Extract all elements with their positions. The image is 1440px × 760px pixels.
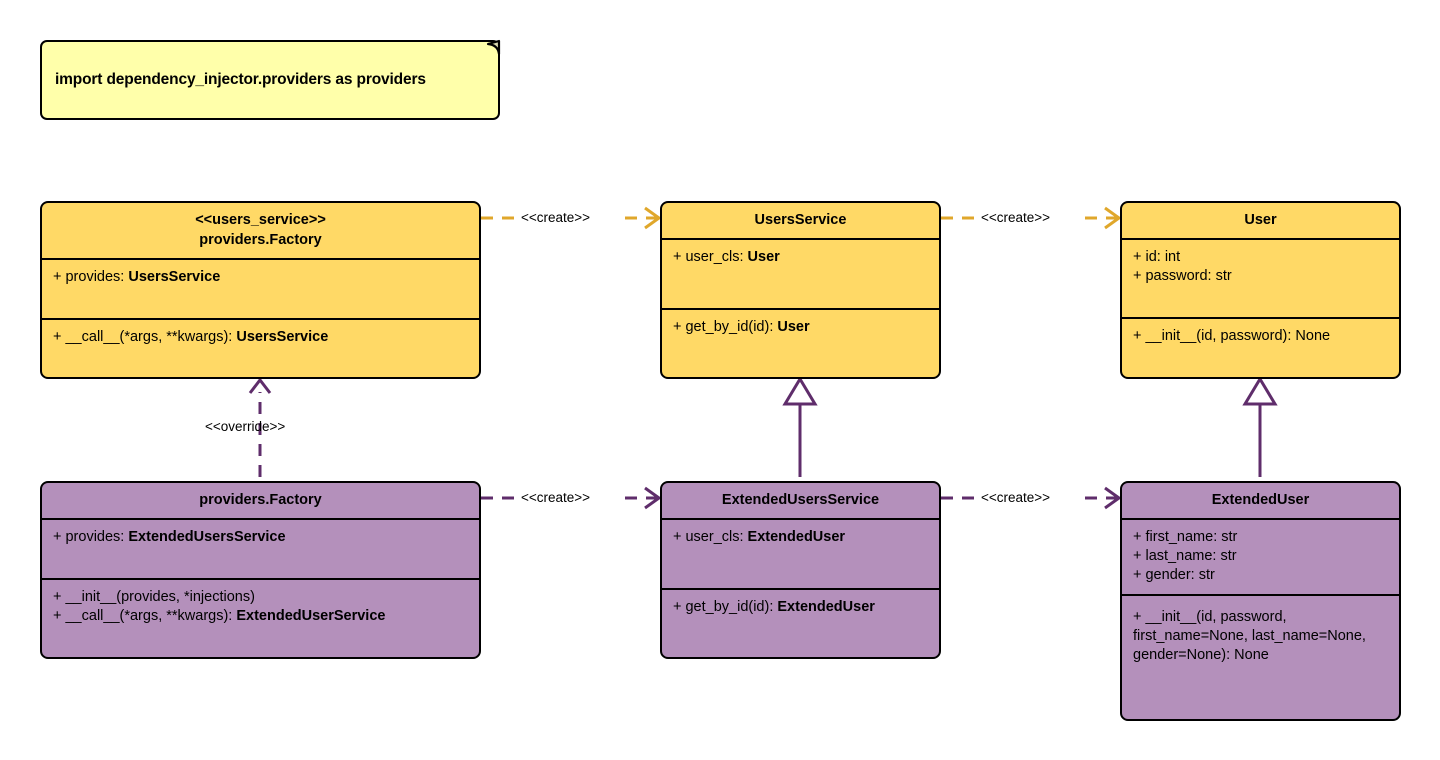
import-note-text: import dependency_injector.providers as … [55, 71, 426, 88]
attribute-row: + user_cls: ExtendedUser [673, 529, 846, 545]
method-row: + __init__(provides, *injections) [53, 588, 255, 605]
method-row: + __init__(id, password, first_name=None… [1133, 609, 1366, 664]
import-note: import dependency_injector.providers as … [40, 39, 501, 120]
attribute-row: + password: str [1133, 268, 1232, 285]
connector-label-create-top-right: <<create>> [981, 210, 1051, 225]
attribute-row: + id: int [1133, 249, 1181, 265]
attributes-compartment: + provides: UsersService [42, 260, 479, 320]
class-name: providers.Factory [199, 491, 322, 508]
method-row: + __call__(*args, **kwargs): ExtendedUse… [53, 608, 386, 625]
class-header: UsersService [662, 203, 939, 240]
class-extended-users-service[interactable]: ExtendedUsersService + user_cls: Extende… [660, 481, 941, 659]
class-user[interactable]: User + id: int + password: str + __init_… [1120, 201, 1401, 379]
attribute-row: + provides: UsersService [53, 269, 221, 285]
class-name: UsersService [754, 211, 847, 228]
class-users-service[interactable]: UsersService + user_cls: User + get_by_i… [660, 201, 941, 379]
class-extended-user[interactable]: ExtendedUser + first_name: str + last_na… [1120, 481, 1401, 721]
methods-compartment: + __call__(*args, **kwargs): UsersServic… [42, 320, 479, 378]
connector-label-create-top-left: <<create>> [521, 210, 591, 225]
method-row: + get_by_id(id): User [673, 318, 810, 335]
class-header: ExtendedUsersService [662, 483, 939, 520]
attributes-compartment: + provides: ExtendedUsersService [42, 520, 479, 580]
methods-compartment: + __init__(provides, *injections) + __ca… [42, 580, 479, 657]
connector-label-create-bottom-right: <<create>> [981, 490, 1051, 505]
attribute-row: + first_name: str [1133, 529, 1238, 545]
attribute-row: + user_cls: User [673, 249, 780, 265]
class-header: <<users_service>> providers.Factory [42, 203, 479, 260]
attribute-row: + provides: ExtendedUsersService [53, 529, 286, 545]
class-name: ExtendedUsersService [721, 491, 880, 508]
class-header: User [1122, 203, 1399, 240]
methods-compartment: + __init__(id, password): None [1122, 319, 1399, 377]
attributes-compartment: + user_cls: User [662, 240, 939, 310]
class-name: ExtendedUser [1211, 491, 1310, 508]
methods-compartment: + __init__(id, password, first_name=None… [1122, 596, 1399, 719]
class-header: providers.Factory [42, 483, 479, 520]
attributes-compartment: + user_cls: ExtendedUser [662, 520, 939, 590]
note-fold-icon [486, 39, 501, 56]
methods-compartment: + get_by_id(id): ExtendedUser [662, 590, 939, 658]
connector-label-override: <<override>> [205, 419, 286, 434]
method-row: + __init__(id, password): None [1133, 328, 1331, 345]
attributes-compartment: + id: int + password: str [1122, 240, 1399, 320]
connector-inherit-user [1242, 376, 1278, 477]
methods-compartment: + get_by_id(id): User [662, 310, 939, 378]
class-name: User [1244, 211, 1277, 228]
attribute-row: + gender: str [1133, 567, 1215, 584]
connector-inherit-users-service [782, 376, 818, 477]
class-users-service-factory[interactable]: <<users_service>> providers.Factory + pr… [40, 201, 481, 379]
attributes-compartment: + first_name: str + last_name: str + gen… [1122, 520, 1399, 596]
connector-label-create-bottom-left: <<create>> [521, 490, 591, 505]
class-name: providers.Factory [199, 231, 322, 248]
class-stereotype: <<users_service>> [195, 211, 326, 228]
class-extended-factory[interactable]: providers.Factory + provides: ExtendedUs… [40, 481, 481, 659]
class-header: ExtendedUser [1122, 483, 1399, 520]
attribute-row: + last_name: str [1133, 548, 1237, 565]
method-row: + __call__(*args, **kwargs): UsersServic… [53, 328, 329, 345]
method-row: + get_by_id(id): ExtendedUser [673, 598, 875, 615]
